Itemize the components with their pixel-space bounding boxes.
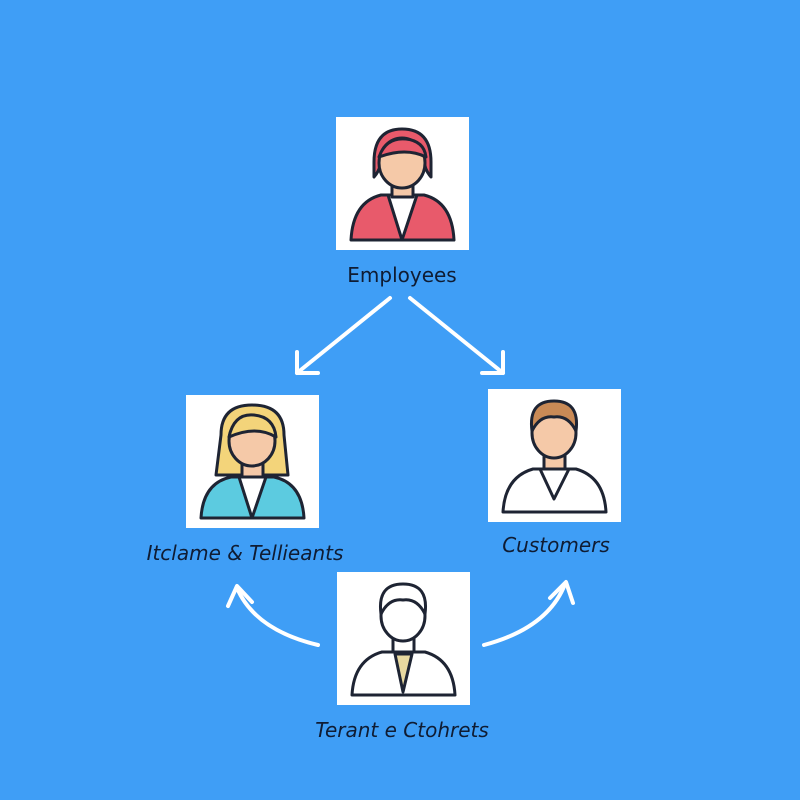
- woman-blonde-avatar-icon: [199, 403, 306, 520]
- left-label: Itclame & Tellieants: [146, 541, 344, 565]
- man-avatar-icon: [501, 399, 608, 514]
- customers-label: Customers: [502, 533, 610, 557]
- customers-card: [488, 389, 621, 522]
- arrow-bottom-to-customers: [482, 580, 575, 647]
- employees-label: Employees: [347, 263, 457, 287]
- woman-red-avatar-icon: [349, 127, 456, 242]
- man-suit-avatar-icon: [350, 582, 457, 697]
- arrow-employees-to-customers: [408, 296, 505, 375]
- bottom-card: [337, 572, 470, 705]
- arrow-employees-to-left: [295, 296, 392, 375]
- arrow-bottom-to-left: [226, 584, 320, 647]
- left-card: [186, 395, 319, 528]
- employees-card: [336, 117, 469, 250]
- bottom-label: Terant e Ctohrets: [315, 718, 489, 742]
